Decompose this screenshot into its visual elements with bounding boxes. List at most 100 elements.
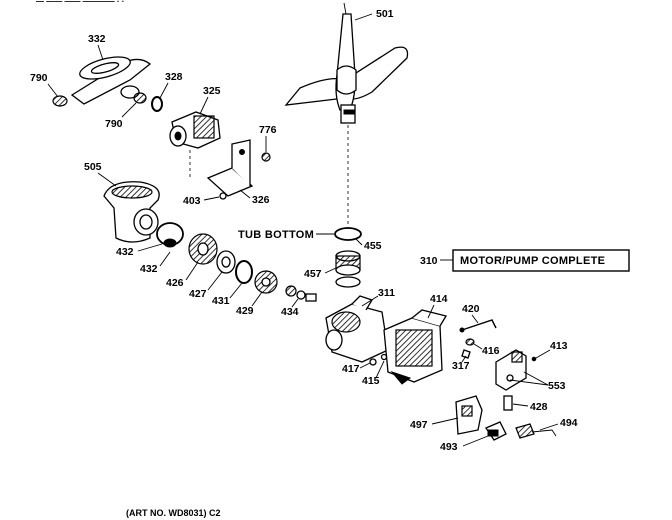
leader-455 <box>355 238 363 246</box>
pump-body-311 <box>325 295 389 363</box>
callout-505: 505 <box>84 161 102 173</box>
motor-pump-complete-label: MOTOR/PUMP COMPLETE <box>460 255 605 267</box>
leader-505 <box>97 172 117 187</box>
callout-415: 415 <box>362 375 380 387</box>
impeller-427 <box>216 250 236 274</box>
leader-434 <box>291 298 299 308</box>
spring-434 <box>285 285 317 302</box>
leader-414 <box>427 304 435 319</box>
valve-325 <box>169 111 221 180</box>
screw-776 <box>261 152 271 162</box>
callout-420: 420 <box>462 303 480 315</box>
callout-432-lower: 432 <box>140 263 158 275</box>
leader-494 <box>539 423 559 431</box>
leader-403 <box>203 196 220 201</box>
leader-326 <box>239 189 251 199</box>
leader-497 <box>431 417 459 425</box>
callout-494: 494 <box>560 417 578 429</box>
callout-328: 328 <box>165 71 183 83</box>
leader-317 <box>461 355 467 363</box>
leader-432-lower <box>159 251 171 267</box>
callout-432-upper: 432 <box>116 246 134 258</box>
callout-493: 493 <box>440 441 458 453</box>
screw-417 <box>369 358 377 366</box>
leader-426 <box>185 261 199 281</box>
grommet-457 <box>335 250 361 288</box>
callout-790-right: 790 <box>105 118 123 130</box>
callout-426: 426 <box>166 277 184 289</box>
leader-790-left <box>47 83 59 98</box>
leader-790-right <box>121 102 137 118</box>
callout-416: 416 <box>482 345 500 357</box>
gasket-432-inner <box>163 238 177 248</box>
bearing-429 <box>254 270 278 294</box>
callout-414: 414 <box>430 293 448 305</box>
connector-494 <box>515 423 557 439</box>
spray-arm-501 <box>284 2 409 124</box>
callout-457: 457 <box>304 268 322 280</box>
hose-clamp-790-right <box>133 92 147 104</box>
leader-493 <box>462 435 489 447</box>
wire-420 <box>459 319 497 333</box>
leader-413 <box>535 349 551 359</box>
pump-housing-505 <box>103 181 160 243</box>
leader-332 <box>97 44 104 61</box>
leader-428 <box>512 403 529 407</box>
leader-417 <box>359 362 371 369</box>
callout-325: 325 <box>203 85 221 97</box>
seal-455 <box>334 227 362 241</box>
callout-403: 403 <box>183 195 201 207</box>
bracket-428 <box>503 395 513 411</box>
callout-553: 553 <box>548 380 566 392</box>
leader-431 <box>229 282 243 299</box>
seal-431 <box>235 260 253 284</box>
leader-420 <box>471 314 479 324</box>
callout-428: 428 <box>530 401 548 413</box>
header-fragment: — —— —— ———— · · <box>36 0 124 6</box>
hose-clamp-790-left <box>52 95 68 107</box>
callout-455: 455 <box>364 240 382 252</box>
callout-311: 311 <box>378 287 395 299</box>
screw-413 <box>531 356 537 362</box>
callout-413: 413 <box>550 340 568 352</box>
callout-497: 497 <box>410 419 428 431</box>
leader-553-a <box>523 371 549 386</box>
leader-416 <box>473 343 483 350</box>
motor-pump-complete-box <box>452 249 630 272</box>
leader-427 <box>207 271 223 291</box>
tub-bottom-label: TUB BOTTOM <box>238 229 314 241</box>
motor-assembly <box>383 309 448 385</box>
leader-415 <box>375 360 385 379</box>
manifold-332 <box>70 56 152 105</box>
bracket-326 <box>206 139 254 197</box>
leader-311 <box>361 295 379 307</box>
switch-497 <box>455 395 483 435</box>
screw-415 <box>380 353 388 361</box>
callout-310: 310 <box>420 255 438 267</box>
callout-332: 332 <box>88 33 106 45</box>
o-ring-328 <box>151 96 163 112</box>
art-number-footer: (ART NO. WD8031) C2 <box>126 508 221 518</box>
screw-403 <box>219 192 227 200</box>
leader-457 <box>324 267 337 274</box>
harness-493 <box>485 421 507 441</box>
callout-429: 429 <box>236 305 254 317</box>
leader-432-upper <box>137 243 163 252</box>
screw-416 <box>465 338 475 346</box>
leader-429 <box>251 291 263 307</box>
bracket-553 <box>495 349 527 391</box>
callout-427: 427 <box>189 288 207 300</box>
callout-790-left: 790 <box>30 72 48 84</box>
callout-501: 501 <box>376 8 394 20</box>
leader-325 <box>199 96 209 115</box>
leader-553-b <box>509 379 549 386</box>
callout-434: 434 <box>281 306 299 318</box>
callout-417: 417 <box>342 363 360 375</box>
clip-317 <box>461 349 471 359</box>
callout-776: 776 <box>259 124 277 136</box>
strainer-426 <box>188 233 218 265</box>
callout-326: 326 <box>252 194 270 206</box>
callout-431: 431 <box>212 295 230 307</box>
callout-317: 317 <box>452 360 470 372</box>
leader-501 <box>354 13 373 21</box>
